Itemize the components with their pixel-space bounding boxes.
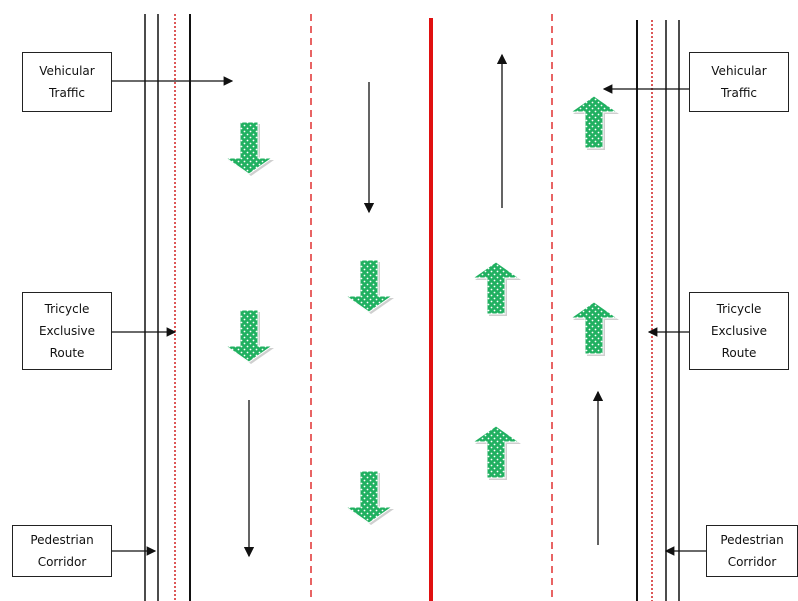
label-right-tricycle-route-text: Tricycle Exclusive Route xyxy=(710,302,768,360)
label-left-pedestrian-corridor: Pedestrian Corridor xyxy=(12,525,112,577)
label-left-pedestrian-corridor-text: Pedestrian Corridor xyxy=(30,533,94,569)
tricycle-arrow-up-4 xyxy=(471,425,521,480)
label-left-vehicular-traffic: Vehicular Traffic xyxy=(22,52,112,112)
tricycle-arrow-down-2 xyxy=(224,309,274,364)
tricycle-arrow-up-1 xyxy=(569,95,619,150)
label-right-pedestrian-corridor-text: Pedestrian Corridor xyxy=(720,533,784,569)
label-right-vehicular-traffic-text: Vehicular Traffic xyxy=(711,64,767,100)
tricycle-arrow-down-3 xyxy=(344,259,394,314)
tricycle-arrow-down-1 xyxy=(224,121,274,176)
tricycle-arrow-down-4 xyxy=(344,470,394,525)
tricycle-arrow-up-2 xyxy=(569,301,619,356)
label-left-vehicular-traffic-text: Vehicular Traffic xyxy=(39,64,95,100)
label-right-pedestrian-corridor: Pedestrian Corridor xyxy=(706,525,798,577)
tricycle-arrow-up-3 xyxy=(471,261,521,316)
label-left-tricycle-route-text: Tricycle Exclusive Route xyxy=(38,302,96,360)
label-right-tricycle-route: Tricycle Exclusive Route xyxy=(689,292,789,370)
label-right-vehicular-traffic: Vehicular Traffic xyxy=(689,52,789,112)
label-left-tricycle-route: Tricycle Exclusive Route xyxy=(22,292,112,370)
